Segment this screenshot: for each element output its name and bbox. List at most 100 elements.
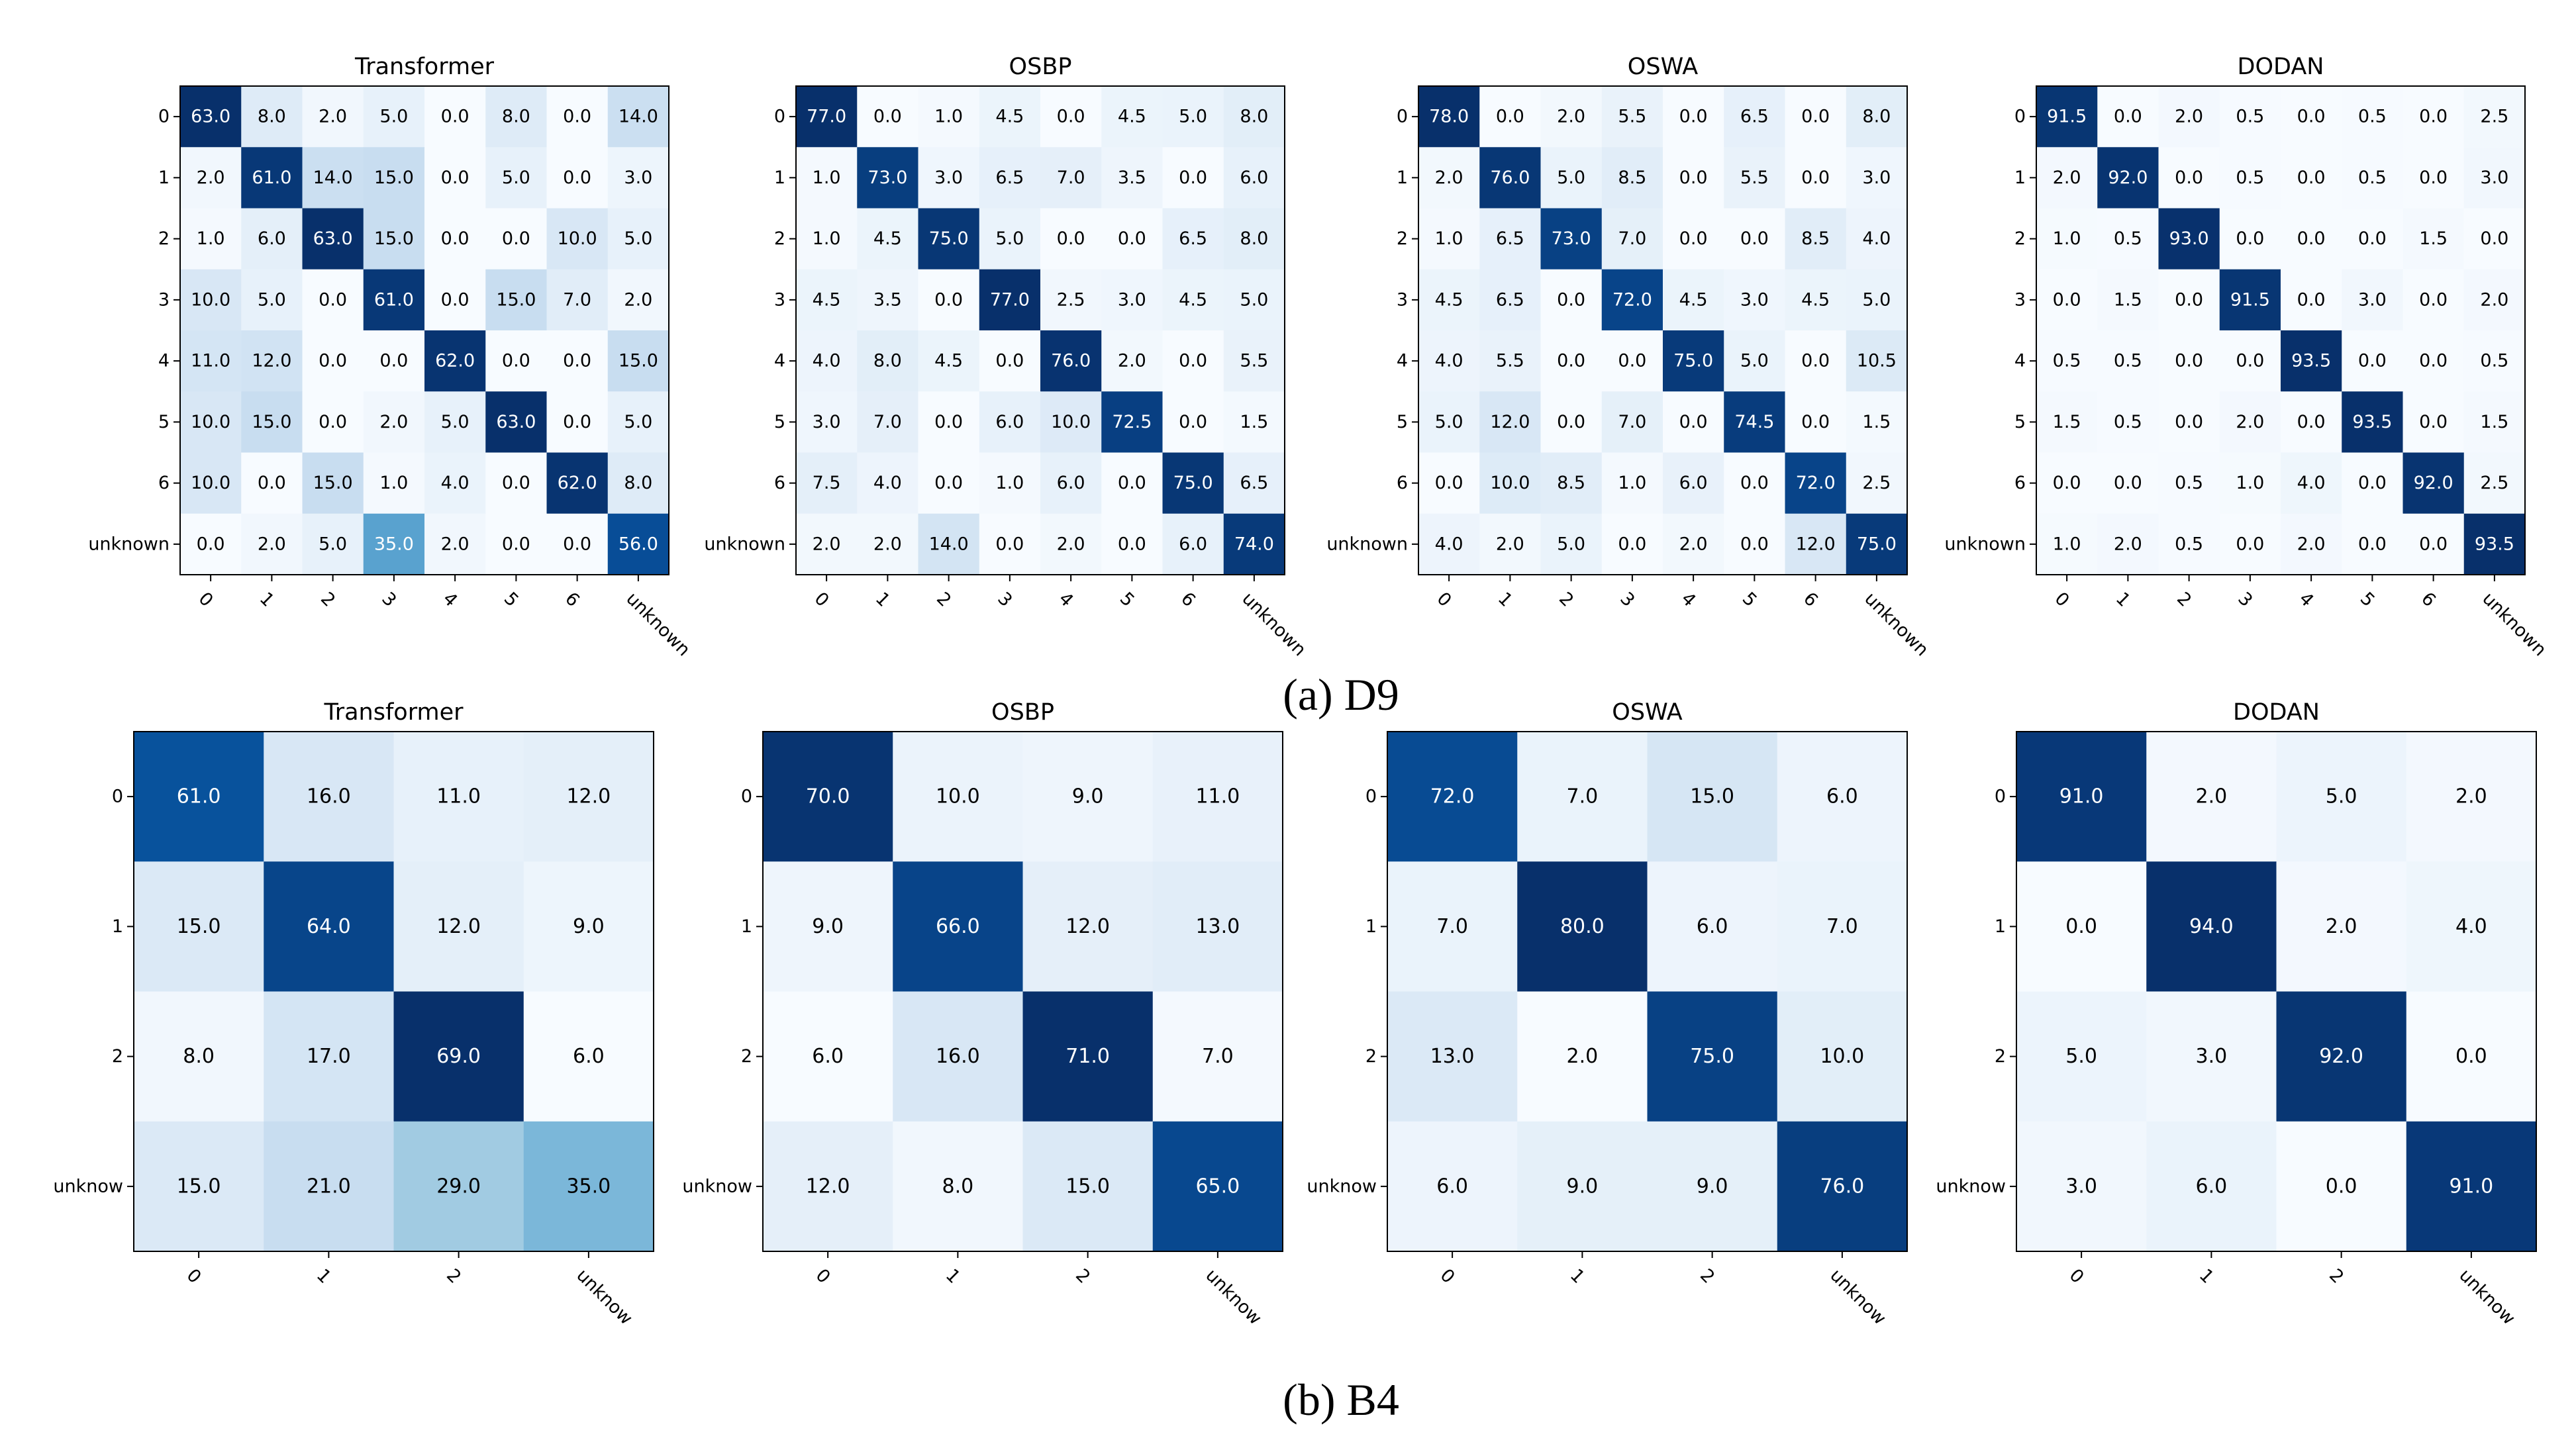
cell-value-label: 1.0 <box>813 228 841 249</box>
heatmap-cell <box>241 513 303 575</box>
heatmap-cell <box>796 513 858 575</box>
heatmap-cell <box>2158 391 2220 453</box>
heatmap-cell <box>1846 147 1908 209</box>
y-tick-label: unknow <box>53 1176 123 1196</box>
y-tick-label: 2 <box>112 1046 123 1067</box>
heatmap-cell <box>485 269 547 331</box>
heatmap-cell <box>2036 147 2098 209</box>
heatmap-cell <box>180 513 242 575</box>
cell-value-label: 2.0 <box>379 412 408 432</box>
cell-value-label: 1.0 <box>995 473 1024 493</box>
heatmap-cell <box>1601 86 1663 148</box>
cell-value-label: 4.5 <box>1435 289 1463 310</box>
heatmap-cell <box>1647 1121 1778 1252</box>
cell-value-label: 0.0 <box>1496 107 1524 127</box>
cell-value-label: 0.0 <box>319 351 347 371</box>
heatmap-cell <box>424 86 486 148</box>
cell-value-label: 6.0 <box>1179 534 1207 554</box>
cell-value-label: 5.0 <box>1240 289 1268 310</box>
cell-value-label: 8.5 <box>1557 473 1585 493</box>
heatmap-cell <box>857 269 918 331</box>
cell-value-label: 8.5 <box>1618 168 1646 188</box>
heatmap-cell <box>2342 86 2403 148</box>
cell-value-label: 1.0 <box>2236 473 2264 493</box>
cell-value-label: 0.0 <box>1801 168 1830 188</box>
heatmap-cell <box>1785 147 1847 209</box>
cell-value-label: 62.0 <box>435 351 475 371</box>
cell-value-label: 15.0 <box>177 915 221 938</box>
cell-value-label: 4.5 <box>1118 107 1146 127</box>
cell-value-label: 14.0 <box>313 168 353 188</box>
cell-value-label: 3.0 <box>1862 168 1891 188</box>
cell-value-label: 0.0 <box>2236 228 2264 249</box>
heatmap-cell <box>1540 513 1603 575</box>
heatmap-cell <box>918 269 980 331</box>
heatmap-cell <box>1785 269 1847 331</box>
heatmap-cell <box>2158 452 2220 514</box>
caption-b: (b) B4 <box>1283 1374 1399 1425</box>
heatmap-cell <box>363 513 425 575</box>
heatmap-cell <box>1601 269 1663 331</box>
cell-value-label: 1.0 <box>813 168 841 188</box>
cell-value-label: 6.0 <box>812 1045 844 1068</box>
cell-value-label: 6.0 <box>995 412 1024 432</box>
cell-value-label: 35.0 <box>566 1175 611 1198</box>
heatmap-cell <box>607 513 669 575</box>
cell-value-label: 16.0 <box>307 785 351 808</box>
heatmap-cell <box>241 330 303 392</box>
cell-value-label: 6.0 <box>573 1045 605 1068</box>
heatmap-cell <box>546 513 609 575</box>
heatmap-cell <box>1387 1121 1518 1252</box>
cell-value-label: 0.0 <box>1740 473 1769 493</box>
y-tick-label: 4 <box>158 351 170 371</box>
heatmap-cell <box>1022 1121 1154 1252</box>
heatmap-cell <box>2276 1121 2407 1252</box>
y-tick-label: 0 <box>1397 107 1408 127</box>
heatmap-cell <box>796 86 858 148</box>
heatmap-cell <box>1663 86 1724 148</box>
heatmap-cell <box>546 269 609 331</box>
heatmap-cell <box>2403 147 2465 209</box>
cell-value-label: 3.0 <box>2358 289 2387 310</box>
heatmap-cell <box>1418 330 1480 392</box>
heatmap-cell <box>485 208 547 270</box>
heatmap-cell <box>485 391 547 453</box>
heatmap-cell <box>485 330 547 392</box>
y-tick-label: unknown <box>88 534 170 554</box>
cell-value-label: 91.5 <box>2047 107 2087 127</box>
cell-value-label: 0.0 <box>441 289 470 310</box>
cell-value-label: 92.0 <box>2108 168 2148 188</box>
cell-value-label: 5.0 <box>1862 289 1891 310</box>
heatmap-cell <box>1663 452 1724 514</box>
heatmap-frame <box>2036 85 2526 575</box>
cell-value-label: 2.0 <box>2175 107 2203 127</box>
cell-value-label: 8.0 <box>1240 107 1268 127</box>
heatmap-cell <box>2158 269 2220 331</box>
cell-value-label: 10.0 <box>191 289 230 310</box>
heatmap-cell <box>2146 1121 2277 1252</box>
heatmap-cell <box>264 991 394 1122</box>
cell-value-label: 6.0 <box>1826 785 1858 808</box>
heatmap-cell <box>2097 513 2159 575</box>
heatmap-cell <box>241 452 303 514</box>
cell-value-label: 3.0 <box>934 168 963 188</box>
y-tick-label: 1 <box>1365 916 1377 937</box>
heatmap-cell <box>1517 1121 1648 1252</box>
cell-value-label: 72.5 <box>1112 412 1152 432</box>
cell-value-label: 0.0 <box>2419 351 2448 371</box>
heatmap-cell <box>2036 391 2098 453</box>
cell-value-label: 2.0 <box>1496 534 1524 554</box>
cell-value-label: 10.0 <box>936 785 980 808</box>
cell-value-label: 0.0 <box>2236 534 2264 554</box>
cell-value-label: 7.0 <box>1618 412 1646 432</box>
heatmap-cell <box>363 330 425 392</box>
cell-value-label: 1.0 <box>1435 228 1463 249</box>
cell-value-label: 0.0 <box>2297 228 2326 249</box>
cell-value-label: 1.0 <box>934 107 963 127</box>
heatmap-cell <box>1152 861 1283 992</box>
heatmap-cell <box>134 991 264 1122</box>
heatmap-cell <box>1647 732 1778 862</box>
heatmap-cell <box>241 147 303 209</box>
heatmap-cell <box>2276 991 2407 1122</box>
